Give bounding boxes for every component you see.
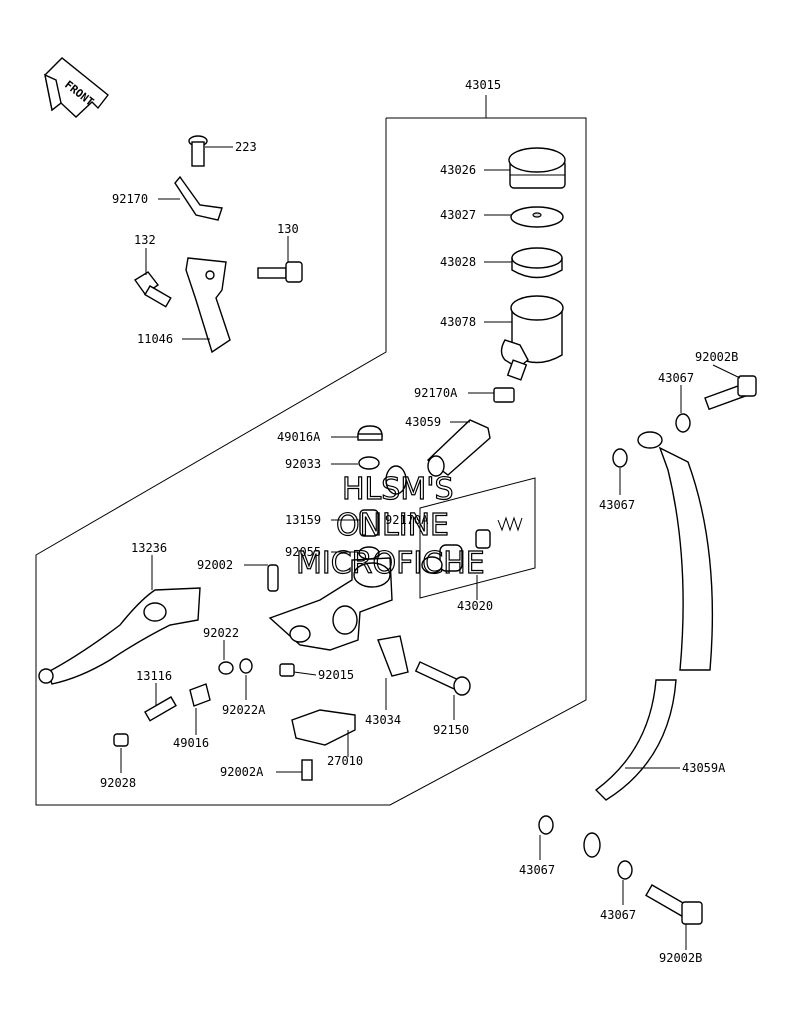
- label-92015: 92015: [318, 668, 354, 682]
- label-43067-c: 43067: [519, 863, 555, 877]
- label-43059A: 43059A: [682, 761, 726, 775]
- clip-92022: [218, 661, 234, 675]
- leader-lines: [120, 146, 741, 950]
- label-49016A: 49016A: [277, 430, 321, 444]
- washer-43067-c: [538, 815, 554, 835]
- label-43020: 43020: [457, 599, 493, 613]
- bolt-92150: [414, 661, 471, 696]
- label-92022: 92022: [203, 626, 239, 640]
- bolt-92002B-bottom: [645, 884, 703, 925]
- label-43059: 43059: [405, 415, 441, 429]
- label-132: 132: [134, 233, 156, 247]
- label-43026: 43026: [440, 163, 476, 177]
- label-92033: 92033: [285, 457, 321, 471]
- diaphragm-plate-43027: [510, 206, 564, 228]
- bushing-49016: [189, 683, 211, 707]
- piston-kit-43020: [419, 477, 536, 599]
- watermark: HLSM'S ONLINE MICROFICHE: [295, 471, 485, 581]
- label-43028: 43028: [440, 255, 476, 269]
- label-43078: 43078: [440, 315, 476, 329]
- watermark-line3: MICROFICHE: [296, 546, 485, 581]
- label-92002: 92002: [197, 558, 233, 572]
- label-13159: 13159: [285, 513, 321, 527]
- reservoir-43078: [500, 295, 564, 381]
- assembly-outline: [35, 95, 587, 806]
- watermark-line1: HLSM'S: [342, 472, 454, 507]
- hose-clamp-92170A: [493, 387, 515, 403]
- screw-92002: [267, 564, 279, 592]
- circlip-92033: [358, 456, 380, 470]
- washer-43067-a: [675, 413, 691, 433]
- screw-92002A: [301, 759, 313, 781]
- bolt-132: [133, 271, 172, 308]
- label-13236: 13236: [131, 541, 167, 555]
- label-11046: 11046: [137, 332, 173, 346]
- pin-92028: [113, 733, 129, 747]
- front-arrow: FRONT: [44, 57, 109, 118]
- switch-27010: [291, 709, 356, 746]
- clamp-43034: [377, 635, 409, 677]
- screw-223: [188, 135, 208, 167]
- label-92170A-b: 92170A: [385, 513, 429, 527]
- label-13116: 13116: [136, 669, 172, 683]
- bolt-92002B-top: [704, 375, 757, 411]
- label-43034: 43034: [365, 713, 401, 727]
- watermark-line2: ONLINE: [336, 508, 449, 543]
- brake-hose-43059A: [583, 431, 714, 858]
- part-labels: 43015 43026 43027 43028 43078 92170A 430…: [100, 78, 738, 965]
- label-43015: 43015: [465, 78, 501, 92]
- label-43067-b: 43067: [599, 498, 635, 512]
- reservoir-cap-43026: [508, 147, 566, 189]
- label-223: 223: [235, 140, 257, 154]
- label-92028: 92028: [100, 776, 136, 790]
- diaphragm-43028: [511, 247, 563, 279]
- label-27010: 27010: [327, 754, 363, 768]
- bracket-11046: [185, 257, 231, 354]
- bracket-92170: [174, 175, 223, 221]
- label-43067-a: 43067: [658, 371, 694, 385]
- master-cylinder-body: [268, 557, 393, 651]
- label-92150: 92150: [433, 723, 469, 737]
- fitting-13159: [359, 465, 407, 537]
- label-92002B-b: 92002B: [659, 951, 702, 965]
- label-43067-d: 43067: [600, 908, 636, 922]
- label-49016: 49016: [173, 736, 209, 750]
- washer-92022A: [239, 658, 253, 674]
- bolt-130: [257, 261, 303, 283]
- pin-13116: [144, 696, 177, 722]
- nut-92015: [279, 663, 295, 677]
- cap-49016A: [357, 425, 383, 441]
- label-43027: 43027: [440, 208, 476, 222]
- label-92055: 92055: [285, 545, 321, 559]
- label-130: 130: [277, 222, 299, 236]
- washer-43067-b: [612, 448, 628, 468]
- lever-13236: [38, 587, 201, 685]
- label-92170: 92170: [112, 192, 148, 206]
- reservoir-hose-43059: [426, 419, 491, 477]
- label-92002A: 92002A: [220, 765, 264, 779]
- label-92002B-a: 92002B: [695, 350, 738, 364]
- label-92170A-a: 92170A: [414, 386, 458, 400]
- label-92022A: 92022A: [222, 703, 266, 717]
- washer-43067-d: [617, 860, 633, 880]
